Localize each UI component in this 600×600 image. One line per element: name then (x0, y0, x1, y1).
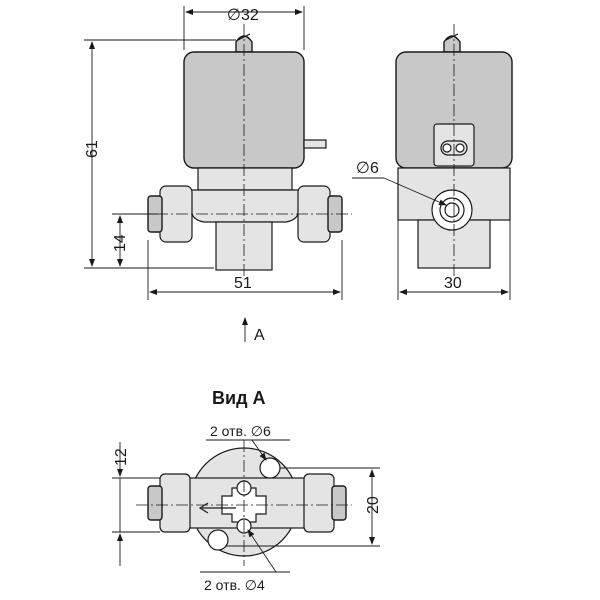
dim-port-diameter-6: ∅6 (356, 160, 379, 177)
note-holes-6: 2 отв. ∅6 (210, 423, 271, 439)
dim-20: 20 (365, 496, 382, 514)
view-arrow-label: A (254, 327, 265, 344)
note-holes-4: 2 отв. ∅4 (204, 577, 265, 593)
dim-depth-30: 30 (444, 275, 462, 292)
side-view (395, 24, 513, 276)
dim-height-61: 61 (84, 140, 101, 158)
dim-width-51: 51 (234, 275, 252, 292)
bottom-dimensions: 2 отв. ∅6 2 отв. ∅4 12 20 (112, 423, 382, 593)
bottom-view-title: Вид А (212, 388, 266, 408)
front-dimensions: ∅32 61 14 51 (84, 6, 343, 300)
view-arrow-a: A (242, 317, 265, 344)
dim-port-height-14: 14 (112, 234, 129, 252)
bottom-view (136, 440, 352, 566)
front-view (136, 24, 352, 278)
side-dimensions: ∅6 30 (352, 160, 511, 300)
dim-diameter-32: ∅32 (227, 7, 259, 24)
dim-12: 12 (113, 448, 130, 466)
